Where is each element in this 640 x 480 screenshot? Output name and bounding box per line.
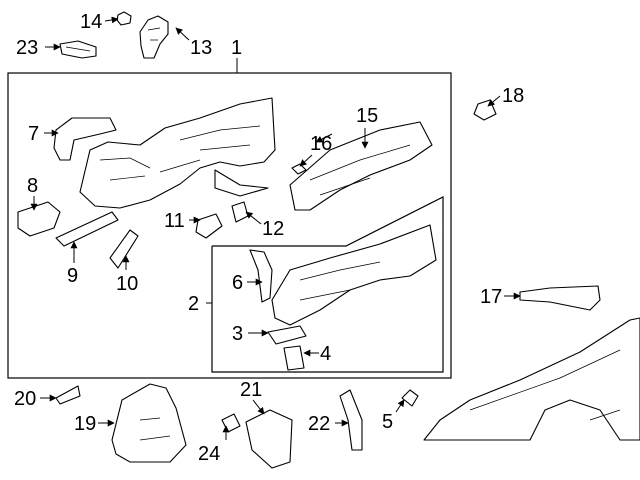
part-19-housing (111, 383, 187, 463)
part-7-bracket (53, 117, 117, 161)
callout-19: 19 (74, 413, 96, 435)
part-13-bracket (139, 15, 169, 59)
part-12-bracket (231, 201, 249, 223)
assembly-1-frame (7, 72, 452, 379)
part-18-clip (473, 99, 497, 121)
part-11-bracket (195, 213, 223, 239)
callout-1: 1 (231, 37, 242, 59)
callout-14: 14 (80, 11, 102, 33)
part-1-apron (79, 97, 276, 209)
callout-24: 24 (198, 443, 220, 465)
part-3-bracket (267, 325, 307, 345)
callout-5: 5 (382, 411, 393, 433)
callout-4: 4 (320, 343, 331, 365)
callout-10: 10 (116, 273, 138, 295)
callout-2: 2 (188, 293, 199, 315)
callout-23: 23 (16, 37, 38, 59)
callout-6: 6 (232, 272, 243, 294)
callout-13: 13 (190, 37, 212, 59)
part-15-rail (289, 121, 433, 211)
callout-11: 11 (164, 210, 185, 232)
part-23-bracket (59, 40, 97, 59)
callout-12: 12 (262, 218, 284, 240)
part-16-clip (291, 163, 307, 175)
part-4-bracket (283, 345, 305, 371)
callout-21: 21 (240, 379, 262, 401)
part-22-bracket (339, 389, 363, 451)
part-17-strip (519, 285, 601, 311)
callout-15: 15 (356, 105, 378, 127)
callout-22: 22 (308, 413, 330, 435)
callout-18: 18 (502, 85, 524, 107)
fender-outline (423, 317, 640, 441)
callout-16: 16 (310, 133, 332, 155)
part-5-clip (401, 389, 419, 407)
callout-20: 20 (14, 388, 36, 410)
part-2-apron (271, 224, 437, 326)
part-14-clip (116, 11, 132, 26)
part-21-plate (245, 409, 293, 469)
part-8-bracket (17, 201, 61, 237)
callout-8: 8 (27, 175, 38, 197)
part-9-rail (55, 211, 119, 247)
callout-3: 3 (232, 323, 243, 345)
assembly-2-frame (211, 196, 444, 373)
part-20-bracket (55, 385, 81, 405)
callout-9: 9 (67, 265, 78, 287)
callout-17: 17 (480, 286, 502, 308)
part-6-bracket (249, 249, 273, 303)
part-10-rail (109, 229, 139, 269)
part-24-bracket (221, 413, 241, 433)
callout-7: 7 (28, 123, 39, 145)
